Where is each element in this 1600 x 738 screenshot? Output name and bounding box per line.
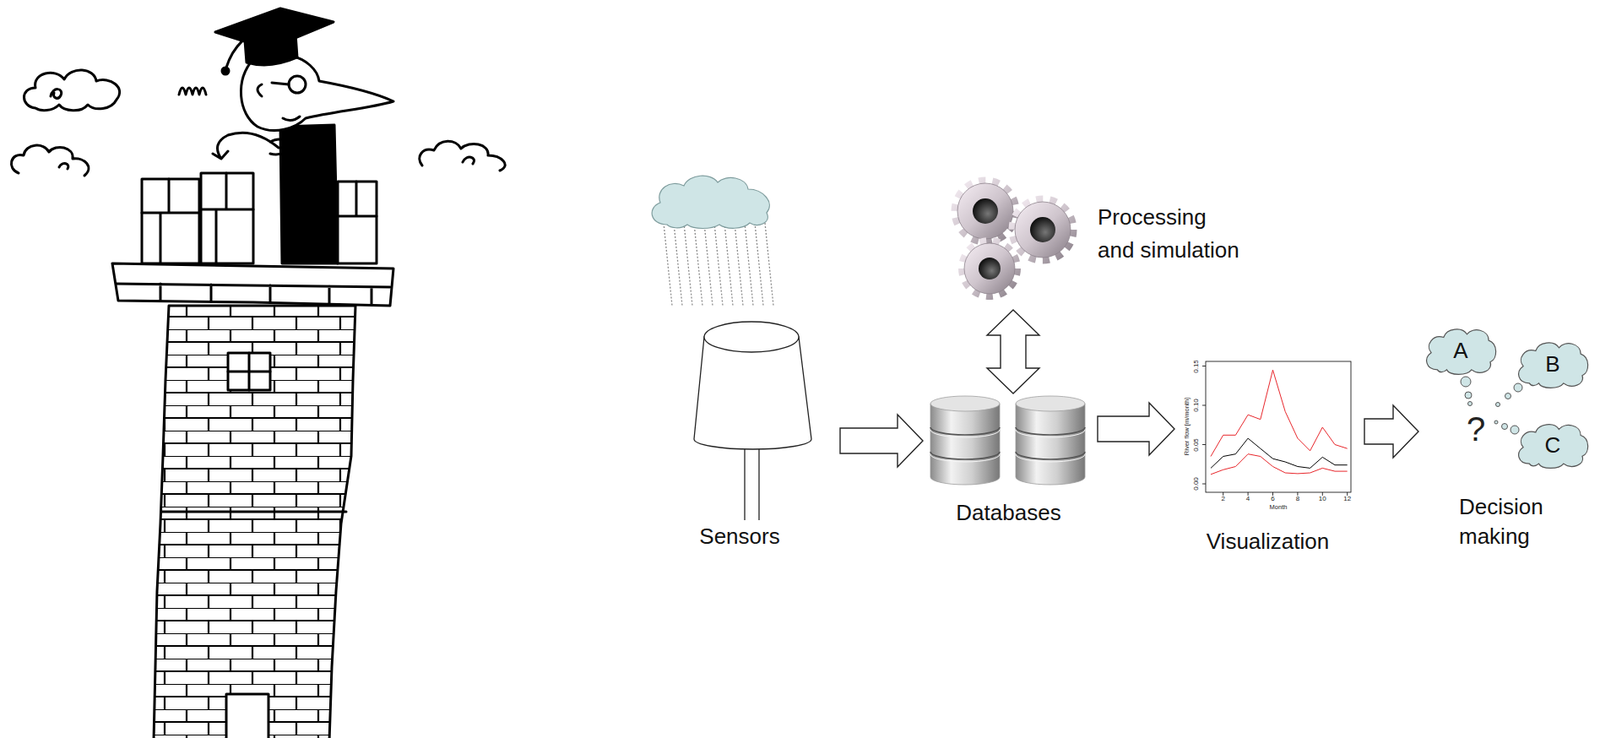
upper-bound-line: [1210, 369, 1348, 456]
database-stage: Databases: [926, 396, 1095, 530]
median-line: [1210, 438, 1348, 468]
tower-door: [226, 694, 269, 738]
merlon: [200, 173, 254, 264]
block-arrow: [987, 309, 1040, 394]
mortarboard-tassel-end: [222, 67, 229, 75]
decision-stage: Decision making ABC: [1421, 320, 1596, 558]
block-arrow: [1364, 405, 1419, 458]
question-mark: ?: [1466, 412, 1486, 446]
tower-window: [227, 352, 271, 391]
axis-tick-label: 0.15: [1193, 359, 1200, 374]
option-cloud: C: [1513, 418, 1592, 472]
professor-face: [240, 55, 394, 131]
axis-tick-label: 12: [1343, 495, 1351, 503]
gauge-body: [694, 336, 812, 450]
axis-tick-label: 10: [1318, 495, 1327, 503]
option-cloud: A: [1421, 323, 1500, 378]
option-letter: C: [1513, 418, 1592, 472]
stage-caption: Sensors: [645, 523, 834, 550]
block-arrow: [840, 414, 923, 467]
merlon-bricks: [200, 173, 254, 264]
axis-tick-label: 0.00: [1193, 477, 1200, 491]
professor-coat: [280, 124, 338, 264]
stage-caption: Processing and simulation: [1097, 200, 1245, 267]
ivory-tower-cartoon: [10, 8, 505, 738]
tick-marks: [1202, 366, 1348, 497]
mortarboard-base: [244, 33, 298, 66]
lower-bound-line: [1210, 454, 1348, 475]
sketch-cloud: [419, 141, 505, 171]
axis-title: River flow [m/month]: [1183, 397, 1191, 456]
tower-window-frame: [227, 352, 271, 391]
gears-icon: [954, 180, 1074, 297]
axis-tick-label: 8: [1296, 495, 1300, 503]
professor-gesture: [212, 132, 288, 159]
professor-details: [257, 82, 300, 121]
stage-caption: Decision making: [1458, 492, 1569, 552]
axis-tick-label: 4: [1246, 495, 1250, 503]
rain: [663, 222, 774, 306]
professor-glasses: [288, 75, 306, 93]
tower-ledge: [161, 510, 347, 514]
sensor-stage: Sensors: [645, 168, 837, 558]
merlon: [337, 181, 377, 264]
stage-caption: Visualization: [1177, 528, 1358, 555]
rain-cloud: [651, 175, 770, 228]
processing-stage: Processing and simulation: [943, 167, 1270, 307]
option-letter: B: [1513, 336, 1592, 391]
visualization-stage: Visualization: [1177, 352, 1362, 559]
line-chart: [1202, 361, 1351, 496]
axis-tick-label: 0.05: [1193, 438, 1200, 452]
rain-gauge-icon: [651, 175, 812, 521]
merlon: [141, 178, 200, 264]
axis-tick-label: 0.10: [1193, 398, 1200, 413]
merlon-bricks: [141, 178, 200, 264]
option-cloud: B: [1513, 336, 1592, 391]
sketch-cloud: [10, 145, 88, 176]
merlon-bricks: [337, 181, 377, 217]
tower-body: [153, 305, 356, 738]
gauge-opening: [704, 321, 799, 353]
tower-cornice: [112, 263, 394, 306]
axis-title: Month: [1269, 504, 1288, 511]
professor-hair: [178, 87, 207, 95]
block-arrow: [1097, 402, 1175, 456]
sketch-cloud: [24, 70, 120, 111]
axis-tick-label: 2: [1220, 495, 1225, 503]
axis-tick-label: 6: [1270, 495, 1275, 503]
database-icon: [930, 395, 1085, 485]
mortarboard-tassel: [226, 27, 269, 68]
gauge-pole: [744, 449, 760, 521]
option-letter: A: [1421, 323, 1500, 378]
stage-caption: Databases: [926, 499, 1091, 527]
cornice-bricks: [116, 283, 391, 304]
